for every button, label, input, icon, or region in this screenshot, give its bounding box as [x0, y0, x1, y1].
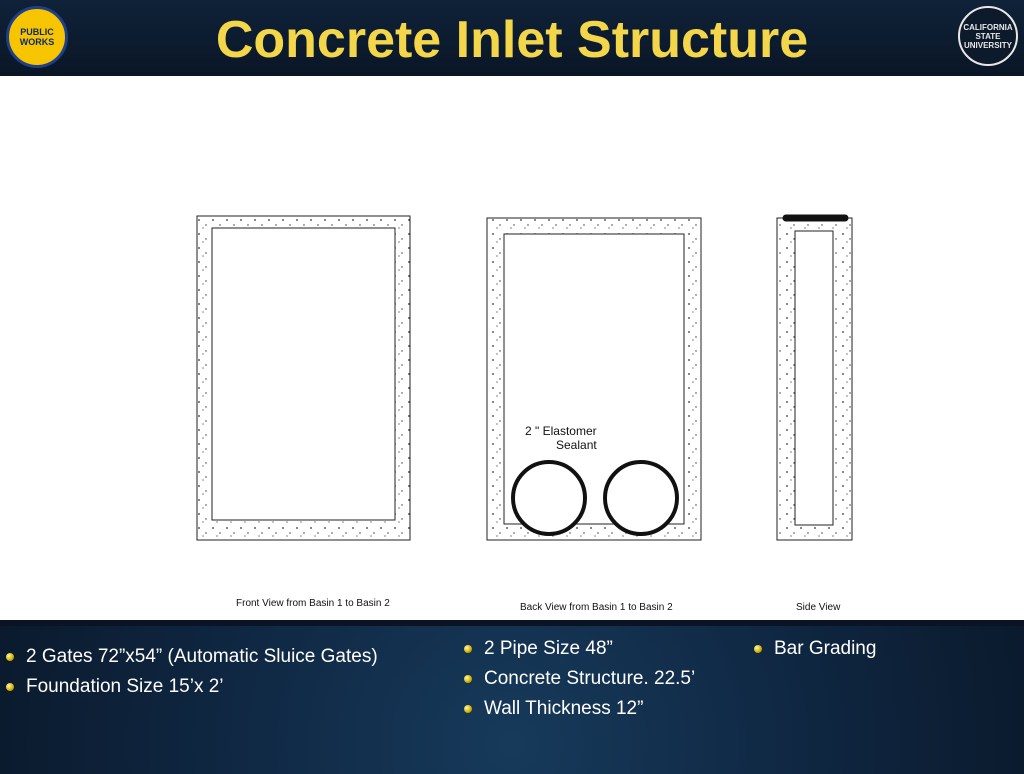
bullet-icon: [464, 705, 472, 713]
bullet-icon: [754, 645, 762, 653]
bullet-text: Bar Grading: [774, 638, 877, 659]
university-seal-text: CALIFORNIA STATE UNIVERSITY: [963, 22, 1013, 50]
bullet-icon: [6, 683, 14, 691]
bullet-icon: [464, 645, 472, 653]
bullet-text: Concrete Structure. 22.5’: [484, 668, 696, 689]
engineering-diagram: Front View from Basin 1 to Basin 2 2 " E…: [0, 76, 1024, 620]
bullet-icon: [464, 675, 472, 683]
bullet-concrete: Concrete Structure. 22.5’: [464, 668, 695, 690]
bullet-foundation: Foundation Size 15’x 2’: [6, 676, 224, 698]
bullet-icon: [6, 653, 14, 661]
bullet-text: 2 Pipe Size 48”: [484, 638, 613, 659]
back-caption: Back View from Basin 1 to Basin 2: [520, 602, 673, 613]
pipe-left: [511, 460, 587, 536]
slide-title: Concrete Inlet Structure: [215, 11, 809, 69]
slide-header: PUBLIC WORKS Concrete Inlet Structure CA…: [0, 0, 1024, 76]
bullet-text: Foundation Size 15’x 2’: [26, 676, 224, 697]
bullet-text: 2 Gates 72”x54” (Automatic Sluice Gates): [26, 646, 378, 667]
bullet-pipe: 2 Pipe Size 48”: [464, 638, 613, 660]
bullet-wall: Wall Thickness 12”: [464, 698, 643, 720]
bullet-gates: 2 Gates 72”x54” (Automatic Sluice Gates): [6, 646, 378, 668]
university-seal-logo: CALIFORNIA STATE UNIVERSITY: [958, 6, 1018, 66]
public-works-logo: PUBLIC WORKS: [6, 6, 68, 68]
pipe-right: [603, 460, 679, 536]
sealant-label-1: 2 " Elastomer: [525, 424, 597, 438]
side-caption: Side View: [796, 602, 841, 613]
bullet-bar: Bar Grading: [754, 638, 876, 660]
front-chamber: [211, 227, 396, 521]
side-chamber: [794, 230, 834, 526]
public-works-logo-text: PUBLIC WORKS: [19, 27, 55, 47]
bullet-text: Wall Thickness 12”: [484, 698, 644, 719]
front-caption: Front View from Basin 1 to Basin 2: [236, 598, 390, 609]
bullet-area: 2 Gates 72”x54” (Automatic Sluice Gates)…: [0, 620, 1024, 774]
sealant-label-2: Sealant: [556, 438, 597, 452]
diagram-svg: Front View from Basin 1 to Basin 2 2 " E…: [196, 214, 853, 613]
